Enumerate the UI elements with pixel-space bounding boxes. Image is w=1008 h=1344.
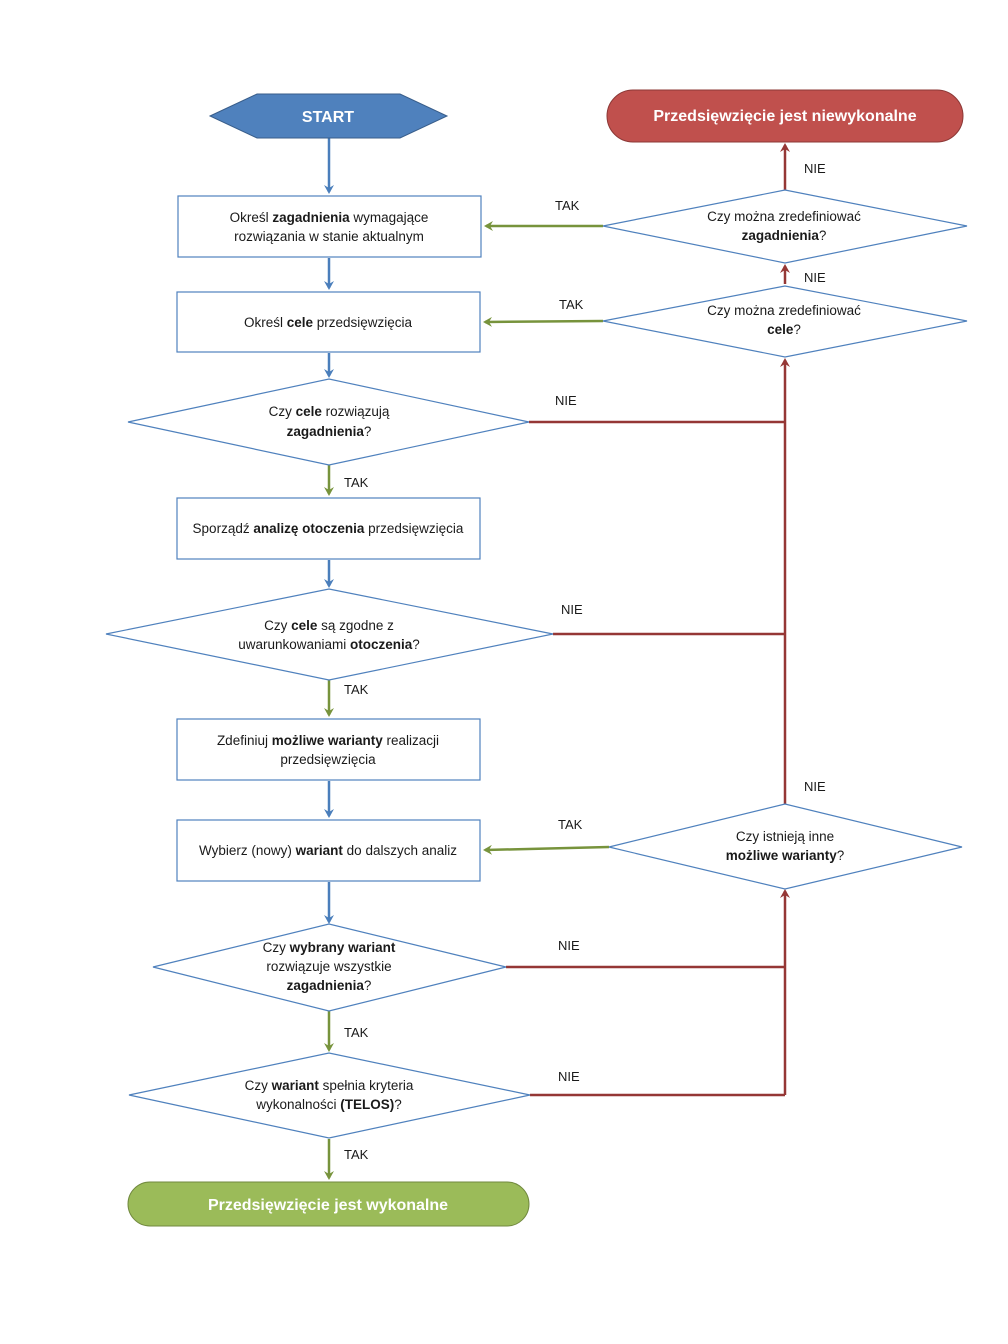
step-choose-variant-text: Wybierz (nowy) wariant do dalszych anali… xyxy=(199,843,457,858)
step-environment-analysis-text: Sporządź analizę otoczenia przedsięwzięc… xyxy=(193,521,464,536)
step-define-issues-line2: rozwiązania w stanie aktualnym xyxy=(234,229,424,244)
decision-redefine-goals-line1: Czy można zredefiniować xyxy=(707,303,861,318)
arrow-other-variants-yes xyxy=(483,844,610,855)
label-no: NIE xyxy=(804,161,826,176)
label-yes: TAK xyxy=(344,682,369,697)
end-fail-label: Przedsięwzięcie jest niewykonalne xyxy=(653,108,916,125)
end-ok-terminal: Przedsięwzięcie jest wykonalne xyxy=(127,1181,530,1227)
arrow-redef-cele-yes xyxy=(483,316,604,327)
decision-redefine-goals: Czy można zredefiniować cele? xyxy=(602,285,968,358)
decision-variant-solves-all-line1: Czy wybrany wariant xyxy=(263,940,396,955)
decision-other-variants-line1: Czy istnieją inne xyxy=(736,829,834,844)
decision-goals-solve-issues: Czy cele rozwiązują zagadnienia? xyxy=(127,378,530,466)
decision-goals-match-environment-line2: uwarunkowaniami otoczenia? xyxy=(238,637,420,652)
step-define-variants: Zdefiniuj możliwe warianty realizacji pr… xyxy=(176,718,481,781)
step-define-issues: Określ zagadnienia wymagające rozwiązani… xyxy=(177,195,482,258)
decision-goals-solve-issues-line2: zagadnienia? xyxy=(287,424,372,439)
decision-variant-telos: Czy wariant spełnia kryteria wykonalnośc… xyxy=(128,1052,531,1139)
decision-variant-telos-line2: wykonalności (TELOS)? xyxy=(255,1097,402,1112)
decision-variant-solves-all: Czy wybrany wariant rozwiązuje wszystkie… xyxy=(152,923,507,1012)
label-no: NIE xyxy=(558,938,580,953)
decision-goals-match-environment-line1: Czy cele są zgodne z xyxy=(264,618,394,633)
label-no: NIE xyxy=(561,602,583,617)
end-ok-label: Przedsięwzięcie jest wykonalne xyxy=(208,1197,448,1214)
end-fail-terminal: Przedsięwzięcie jest niewykonalne xyxy=(606,89,964,143)
label-no: NIE xyxy=(804,270,826,285)
decision-goals-solve-issues-line1: Czy cele rozwiązują xyxy=(269,404,390,419)
step-define-variants-line1: Zdefiniuj możliwe warianty realizacji xyxy=(217,733,439,748)
label-yes: TAK xyxy=(344,1025,369,1040)
label-yes: TAK xyxy=(558,817,583,832)
label-yes: TAK xyxy=(555,198,580,213)
step-define-goals: Określ cele przedsięwzięcia xyxy=(176,291,481,353)
decision-other-variants-line2: możliwe warianty? xyxy=(726,848,845,863)
decision-redefine-issues: Czy można zredefiniować zagadnienia? xyxy=(602,189,968,264)
decision-redefine-issues-line1: Czy można zredefiniować xyxy=(707,209,861,224)
step-define-goals-text: Określ cele przedsięwzięcia xyxy=(244,315,413,330)
label-yes: TAK xyxy=(344,475,369,490)
step-choose-variant: Wybierz (nowy) wariant do dalszych anali… xyxy=(176,819,481,882)
step-define-variants-line2: przedsięwzięcia xyxy=(280,752,376,767)
label-no: NIE xyxy=(555,393,577,408)
decision-variant-solves-all-line2: rozwiązuje wszystkie xyxy=(266,959,391,974)
decision-variant-solves-all-line3: zagadnienia? xyxy=(287,978,372,993)
start-terminal: START xyxy=(208,93,449,139)
label-no: NIE xyxy=(804,779,826,794)
decision-variant-telos-line1: Czy wariant spełnia kryteria xyxy=(245,1078,414,1093)
decision-redefine-goals-line2: cele? xyxy=(767,322,801,337)
label-no: NIE xyxy=(558,1069,580,1084)
label-yes: TAK xyxy=(344,1147,369,1162)
label-yes: TAK xyxy=(559,297,584,312)
decision-goals-match-environment: Czy cele są zgodne z uwarunkowaniami oto… xyxy=(105,588,554,681)
step-environment-analysis: Sporządź analizę otoczenia przedsięwzięc… xyxy=(176,497,481,560)
step-define-issues-line1: Określ zagadnienia wymagające xyxy=(230,210,429,225)
start-label: START xyxy=(302,109,354,126)
decision-redefine-issues-line2: zagadnienia? xyxy=(742,228,827,243)
decision-other-variants: Czy istnieją inne możliwe warianty? xyxy=(608,803,963,890)
